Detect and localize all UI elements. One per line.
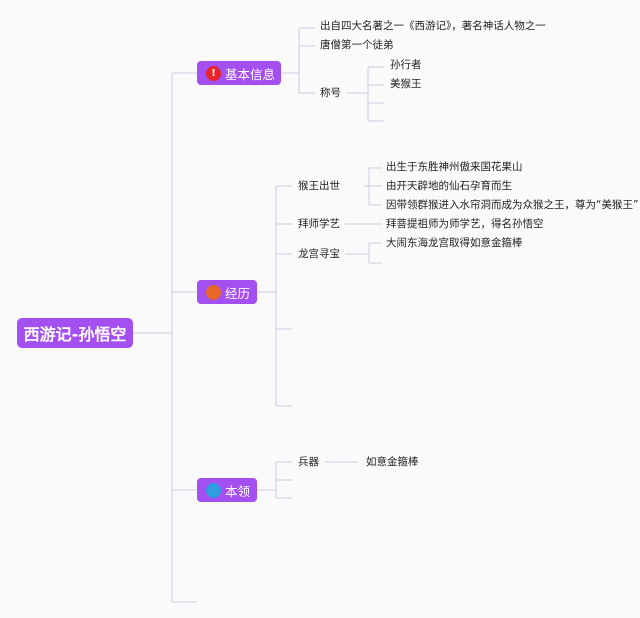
connector-title-spine — [347, 67, 369, 121]
connector-basic-spine — [278, 28, 300, 93]
leaf-birthplace[interactable]: 出生于东胜神州傲来国花果山 — [386, 161, 523, 173]
branch-abilities[interactable]: 本领 — [197, 478, 257, 502]
leaf-monkey-king-born[interactable]: 猴王出世 — [298, 180, 340, 192]
branch-abilities-label: 本领 — [225, 483, 251, 499]
leaf-first-disciple[interactable]: 唐僧第一个徒弟 — [320, 39, 394, 51]
leaf-weapon[interactable]: 兵器 — [298, 456, 319, 468]
leaf-learning[interactable]: 拜师学艺 — [298, 218, 340, 230]
leaf-title-meihouwang[interactable]: 美猴王 — [390, 78, 422, 90]
leaf-dragon-palace[interactable]: 龙宫寻宝 — [298, 248, 340, 260]
leaf-golden-staff[interactable]: 如意金箍棒 — [366, 456, 419, 468]
branch-basic-info[interactable]: ! 基本信息 — [197, 61, 282, 85]
root-node[interactable]: 西游记-孙悟空 — [17, 318, 133, 348]
leaf-titles[interactable]: 称号 — [320, 87, 341, 99]
leaf-subhuti[interactable]: 拜菩提祖师为师学艺，得名孙悟空 — [386, 218, 544, 230]
root-label: 西游记-孙悟空 — [23, 325, 127, 344]
leaf-became-king[interactable]: 因带领群猴进入水帘洞而成为众猴之王，尊为“美猴王” — [386, 199, 639, 211]
branch-experience[interactable]: 经历 — [197, 280, 257, 304]
connector-palace-spine — [345, 243, 370, 263]
leaf-golden-staff-acquired[interactable]: 大闹东海龙宫取得如意金箍棒 — [386, 237, 523, 249]
orange-dot-icon — [206, 284, 221, 300]
connector-exp-spine — [257, 186, 277, 406]
connector-birth-spine — [364, 168, 370, 205]
exclamation-icon: ! — [206, 65, 221, 81]
branch-basic-info-label: 基本信息 — [225, 66, 276, 82]
branch-experience-label: 经历 — [225, 285, 251, 301]
leaf-born-from-stone[interactable]: 由开天辟地的仙石孕育而生 — [386, 180, 512, 192]
leaf-origin[interactable]: 出自四大名著之一《西游记》，著名神话人物之一 — [320, 20, 546, 32]
blue-dot-icon — [206, 482, 221, 498]
connector-skill-spine — [257, 462, 277, 498]
leaf-title-sunxingzhe[interactable]: 孙行者 — [390, 59, 422, 71]
